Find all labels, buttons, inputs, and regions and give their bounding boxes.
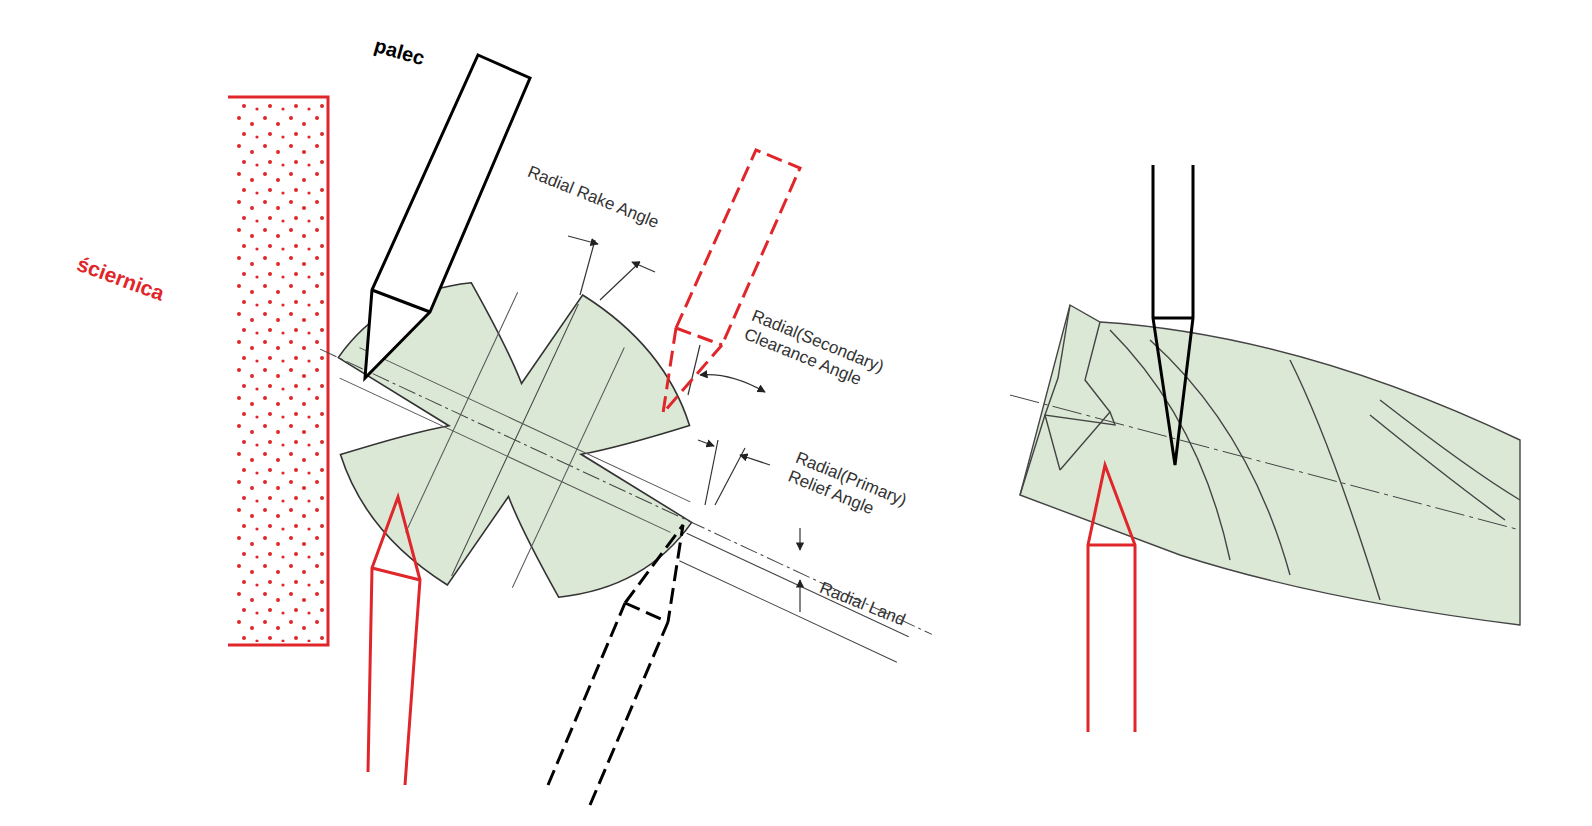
part-name: ściernica: [74, 252, 168, 306]
dimension-label: Radial Land: [817, 578, 908, 630]
grinding-wheel: [228, 97, 328, 645]
needle-black: [1153, 165, 1193, 465]
finger-black: [365, 55, 530, 378]
finger-red-dashed: [663, 150, 800, 413]
angle-label: Radial(Primary) Relief Angle: [785, 448, 939, 540]
angle-label: Radial(Secondary) Clearance Angle: [741, 306, 915, 407]
support-red: [1088, 465, 1135, 732]
finger-red: [368, 497, 420, 785]
angle-label: Radial Rake Angle: [525, 162, 662, 233]
end-mill-section: [253, 204, 1000, 779]
angle-annotations: [568, 236, 800, 612]
finger-black-dashed: [548, 525, 683, 805]
part-name: palec: [372, 34, 428, 70]
